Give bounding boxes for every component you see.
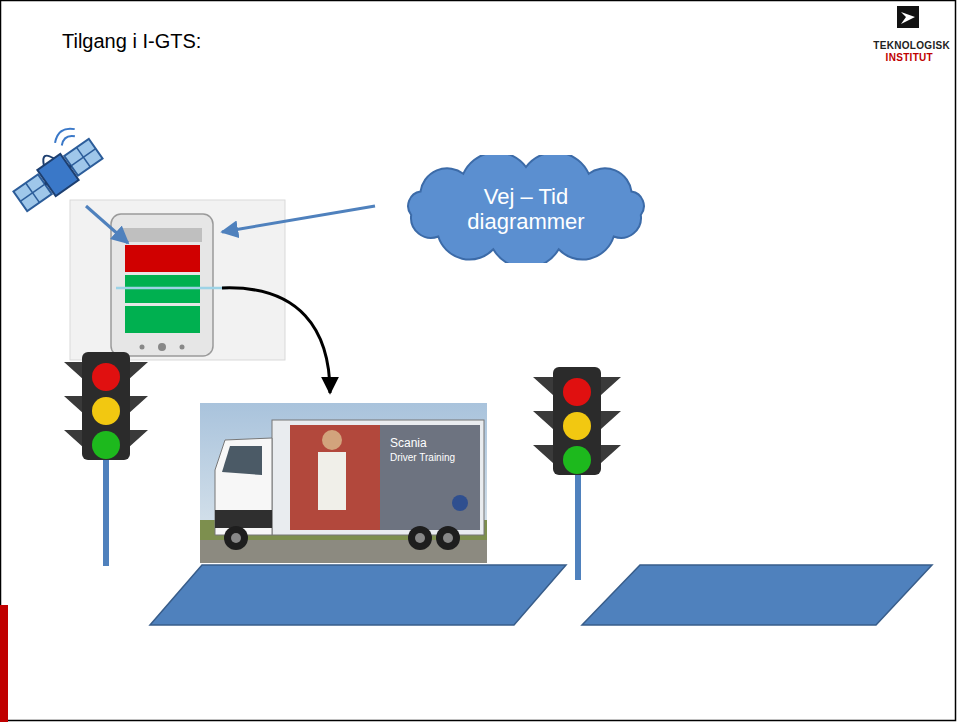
logo-mark (897, 6, 919, 28)
gps-arrow (86, 206, 128, 243)
advice-arrow (222, 288, 330, 393)
traffic-light (64, 352, 148, 566)
cloud-text: Vej – Tid diagrammer (446, 184, 606, 235)
traffic-light (533, 367, 621, 580)
cloud-shape: Vej – Tid diagrammer (398, 155, 654, 263)
phone-picture (70, 200, 285, 360)
slide-title: Tilgang i I-GTS: (62, 30, 201, 53)
position-line (116, 287, 228, 290)
data-arrow (222, 206, 375, 232)
logo-text: INSTITUT (886, 52, 933, 63)
accent-bar (0, 605, 8, 722)
road-segment (582, 565, 932, 625)
truck-text: Driver Training (390, 452, 455, 463)
truck-photo (200, 403, 487, 563)
road-segment (150, 565, 566, 625)
cloud-outline (408, 155, 644, 263)
logo-text: TEKNOLOGISK (873, 40, 950, 51)
truck-text: Scania (390, 436, 427, 450)
